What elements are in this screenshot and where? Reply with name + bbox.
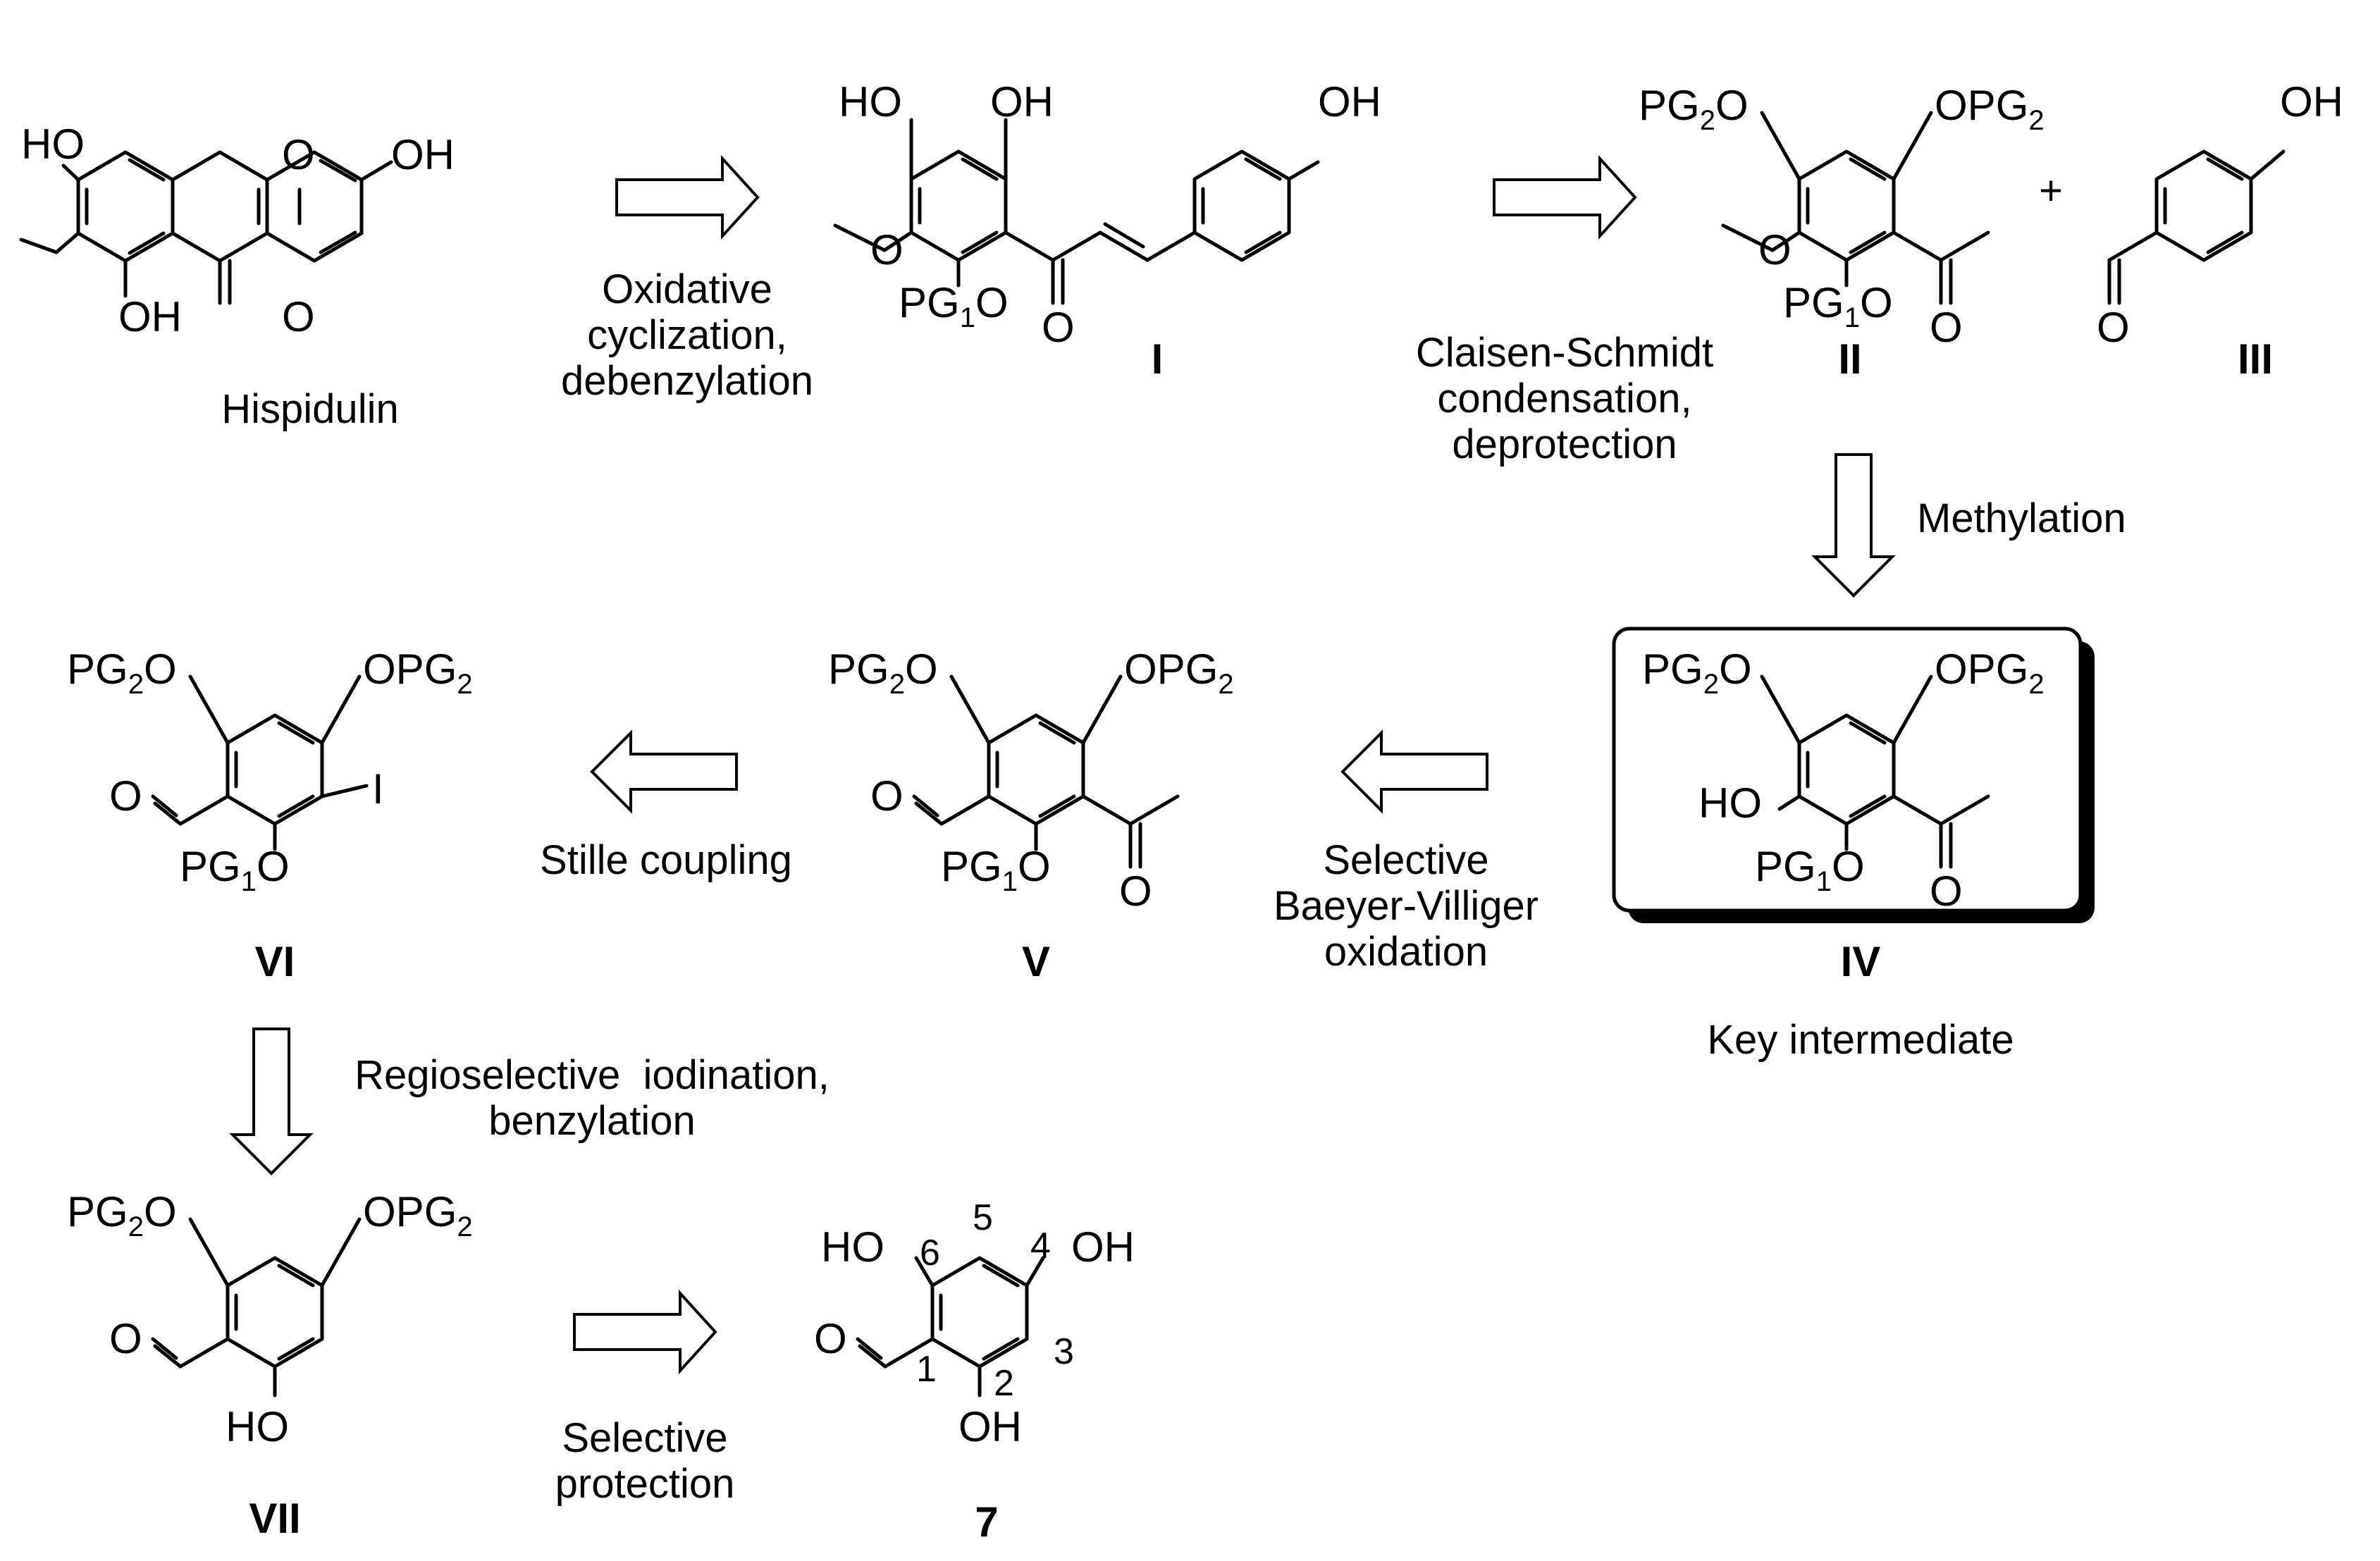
compound-II-opg1: PG1O	[1783, 279, 1893, 333]
compound-IV-ho: HO	[1698, 779, 1762, 827]
compound-II-opg2-left: PG2O	[1639, 82, 1749, 136]
retro-arrow-2	[1493, 154, 1637, 240]
compound-7-structure	[856, 1256, 1045, 1398]
compound-7-label: 7	[975, 1498, 998, 1545]
compound-VI-opg1: PG1O	[180, 843, 290, 897]
compound-7-position-4: 4	[1030, 1226, 1051, 1266]
compound-III-label: III	[2238, 335, 2273, 383]
compound-I-oh-para: OH	[1318, 78, 1381, 125]
step-6-line-1: Regioselective iodination,	[354, 1052, 830, 1098]
step-3-label: Methylation	[1917, 495, 2126, 541]
step-1-line-3: debenzylation	[561, 358, 813, 404]
step-2-line-3: deprotection	[1452, 421, 1677, 467]
compound-IV-structure	[1760, 674, 1990, 869]
hispidulin-oh-5: OH	[118, 293, 182, 340]
step-4-line-3: oxidation	[1324, 929, 1488, 975]
compound-7-position-1: 1	[916, 1349, 937, 1390]
compound-V-opg2-right: OPG2	[1124, 646, 1234, 700]
step-2-line-1: Claisen-Schmidt	[1416, 330, 1713, 376]
step-4-line-1: Selective	[1323, 837, 1488, 883]
compound-VII-structure	[151, 1217, 362, 1398]
hispidulin-ring-o: O	[282, 131, 315, 178]
compound-II-label: II	[1838, 335, 1861, 383]
retro-arrow-4	[1340, 729, 1488, 814]
compound-I-label: I	[1152, 335, 1164, 383]
retro-arrow-3	[1811, 453, 1896, 598]
step-6-line-2: benzylation	[488, 1098, 695, 1144]
step-4-line-2: Baeyer-Villiger	[1274, 883, 1539, 929]
compound-V-opg1: PG1O	[941, 843, 1051, 897]
plus-sign: +	[2039, 168, 2063, 214]
key-intermediate-box	[1612, 627, 2083, 913]
step-1-line-1: Oxidative	[602, 266, 772, 312]
compound-IV-opg2-left: PG2O	[1642, 646, 1752, 700]
compound-I-ho: HO	[839, 78, 902, 125]
compound-VI-structure	[151, 674, 369, 851]
compound-VII-opg2-right: OPG2	[363, 1188, 473, 1242]
compound-V-label: V	[1022, 938, 1050, 985]
hispidulin-ho-7: HO	[21, 121, 85, 168]
compound-7-position-2: 2	[994, 1363, 1014, 1404]
hispidulin-structure	[19, 150, 393, 305]
compound-IV-opg2-right: OPG2	[1935, 646, 2045, 700]
compound-VII-opg2-left: PG2O	[67, 1188, 177, 1242]
key-intermediate-caption: Key intermediate	[1707, 1017, 2014, 1063]
compound-II-carbonyl-o: O	[1930, 304, 1963, 351]
compound-IV-opg1: PG1O	[1755, 843, 1865, 897]
compound-I-opg1: PG1O	[899, 279, 1009, 333]
retro-arrow-5	[590, 729, 738, 814]
retro-arrow-7	[573, 1289, 717, 1375]
compound-II-opg2-right: OPG2	[1935, 82, 2045, 136]
compound-I-structure	[833, 118, 1320, 305]
compound-VI-iodo: I	[372, 765, 384, 813]
compound-7-ho: HO	[821, 1223, 884, 1271]
compound-V-carbonyl-o: O	[1119, 868, 1152, 915]
retro-arrow-1	[615, 154, 760, 240]
compound-VI-aldehyde-o: O	[109, 772, 142, 820]
compound-V-structure	[912, 674, 1180, 869]
hispidulin-name: Hispidulin	[221, 386, 398, 432]
compound-III-structure	[2107, 149, 2286, 305]
hispidulin-carbonyl-o: O	[282, 293, 315, 340]
compound-III-carbonyl-o: O	[2097, 304, 2130, 351]
compound-7-position-3: 3	[1054, 1331, 1074, 1372]
compound-VII-aldehyde-o: O	[109, 1315, 142, 1362]
compound-IV-carbonyl-o: O	[1930, 868, 1963, 915]
hispidulin-oh-4prime: OH	[391, 131, 455, 178]
compound-VII-ho: HO	[226, 1403, 289, 1450]
step-7-line-1: Selective	[562, 1415, 727, 1461]
compound-VI-label: VI	[255, 938, 295, 985]
compound-I-oh: OH	[990, 78, 1054, 125]
compound-7-oh-4: OH	[1071, 1223, 1135, 1271]
compound-I-carbonyl-o: O	[1042, 304, 1075, 351]
compound-7-aldehyde-o: O	[814, 1315, 847, 1362]
compound-V-opg2-left: PG2O	[828, 646, 938, 700]
step-7-line-2: protection	[555, 1461, 735, 1507]
compound-VI-opg2-left: PG2O	[67, 646, 177, 700]
compound-I-methoxy-o: O	[870, 226, 904, 273]
compound-II-methoxy-o: O	[1758, 226, 1792, 273]
compound-7-position-5: 5	[973, 1197, 993, 1238]
compound-III-oh: OH	[2280, 78, 2343, 125]
compound-7-position-6: 6	[920, 1233, 940, 1273]
compound-VII-label: VII	[249, 1495, 300, 1542]
compound-IV-label: IV	[1841, 938, 1881, 985]
step-2-line-2: condensation,	[1437, 376, 1691, 421]
step-5-label: Stille coupling	[540, 837, 792, 883]
retro-arrow-6	[229, 1028, 314, 1176]
step-1-line-2: cyclization,	[587, 312, 787, 358]
compound-II-structure	[1721, 111, 1990, 305]
compound-7-oh-2: OH	[958, 1403, 1022, 1450]
compound-VI-opg2-right: OPG2	[363, 646, 473, 700]
compound-V-aldehyde-o: O	[870, 772, 904, 820]
